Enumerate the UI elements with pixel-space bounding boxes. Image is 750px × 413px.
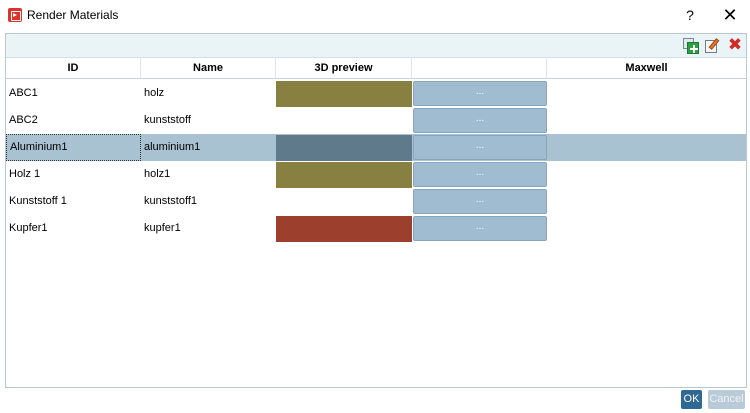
material-preview-swatch[interactable]: [276, 135, 412, 161]
edit-material-button[interactable]: ...: [413, 189, 547, 214]
cell-id[interactable]: Holz 1: [9, 168, 41, 180]
cell-id[interactable]: ABC2: [9, 114, 38, 126]
close-button[interactable]: ✕: [722, 5, 738, 25]
material-preview-swatch[interactable]: [276, 216, 412, 242]
cell-name[interactable]: holz: [144, 87, 165, 99]
material-preview-swatch[interactable]: [276, 162, 412, 188]
cell-id[interactable]: Aluminium1: [6, 134, 141, 161]
column-header-id[interactable]: ID: [6, 58, 141, 78]
help-button[interactable]: ?: [686, 7, 694, 23]
cell-name[interactable]: kunststoff: [144, 114, 191, 126]
cell-name[interactable]: kupfer1: [144, 222, 181, 234]
delete-icon[interactable]: ✖: [727, 35, 743, 55]
cell-name[interactable]: kunststoff1: [144, 195, 197, 207]
column-header-3d-preview[interactable]: 3D preview: [276, 58, 412, 78]
cell-name[interactable]: holz1: [144, 168, 171, 180]
edit-material-button[interactable]: ...: [413, 108, 547, 133]
cancel-button[interactable]: Cancel: [708, 390, 745, 409]
column-header-maxwell[interactable]: Maxwell: [625, 62, 668, 74]
cell-id[interactable]: Kupfer1: [9, 222, 48, 234]
title-bar: Render Materials ? ✕: [0, 0, 750, 30]
edit-material-button[interactable]: ...: [413, 81, 547, 106]
edit-material-button[interactable]: ...: [413, 216, 547, 241]
table-header: ID Name 3D preview Maxwell: [6, 58, 746, 79]
edit-material-icon[interactable]: [705, 38, 721, 54]
material-preview-swatch[interactable]: [276, 189, 412, 215]
materials-panel: ✖ ID Name 3D preview Maxwell ABC1 holz...…: [5, 33, 747, 388]
material-preview-swatch[interactable]: [276, 108, 412, 134]
ok-button[interactable]: OK: [681, 390, 702, 409]
cell-id[interactable]: ABC1: [9, 87, 38, 99]
app-icon: [8, 8, 22, 22]
material-preview-swatch[interactable]: [276, 81, 412, 107]
table-row[interactable]: ABC1 holz...: [6, 80, 746, 107]
cell-id[interactable]: Kunststoff 1: [9, 195, 67, 207]
window-title: Render Materials: [27, 8, 119, 22]
table-row[interactable]: Kunststoff 1 kunststoff1...: [6, 188, 746, 215]
cell-name[interactable]: aluminium1: [144, 141, 201, 153]
add-material-icon[interactable]: [683, 38, 699, 54]
table-row[interactable]: Holz 1 holz1...: [6, 161, 746, 188]
edit-material-button[interactable]: ...: [413, 162, 547, 187]
table-row[interactable]: ABC2 kunststoff...: [6, 107, 746, 134]
column-header-edit[interactable]: [412, 58, 547, 78]
edit-material-button[interactable]: ...: [413, 135, 547, 160]
toolbar: ✖: [6, 34, 746, 58]
column-header-name[interactable]: Name: [141, 58, 276, 78]
table-row[interactable]: Kupfer1 kupfer1...: [6, 215, 746, 242]
